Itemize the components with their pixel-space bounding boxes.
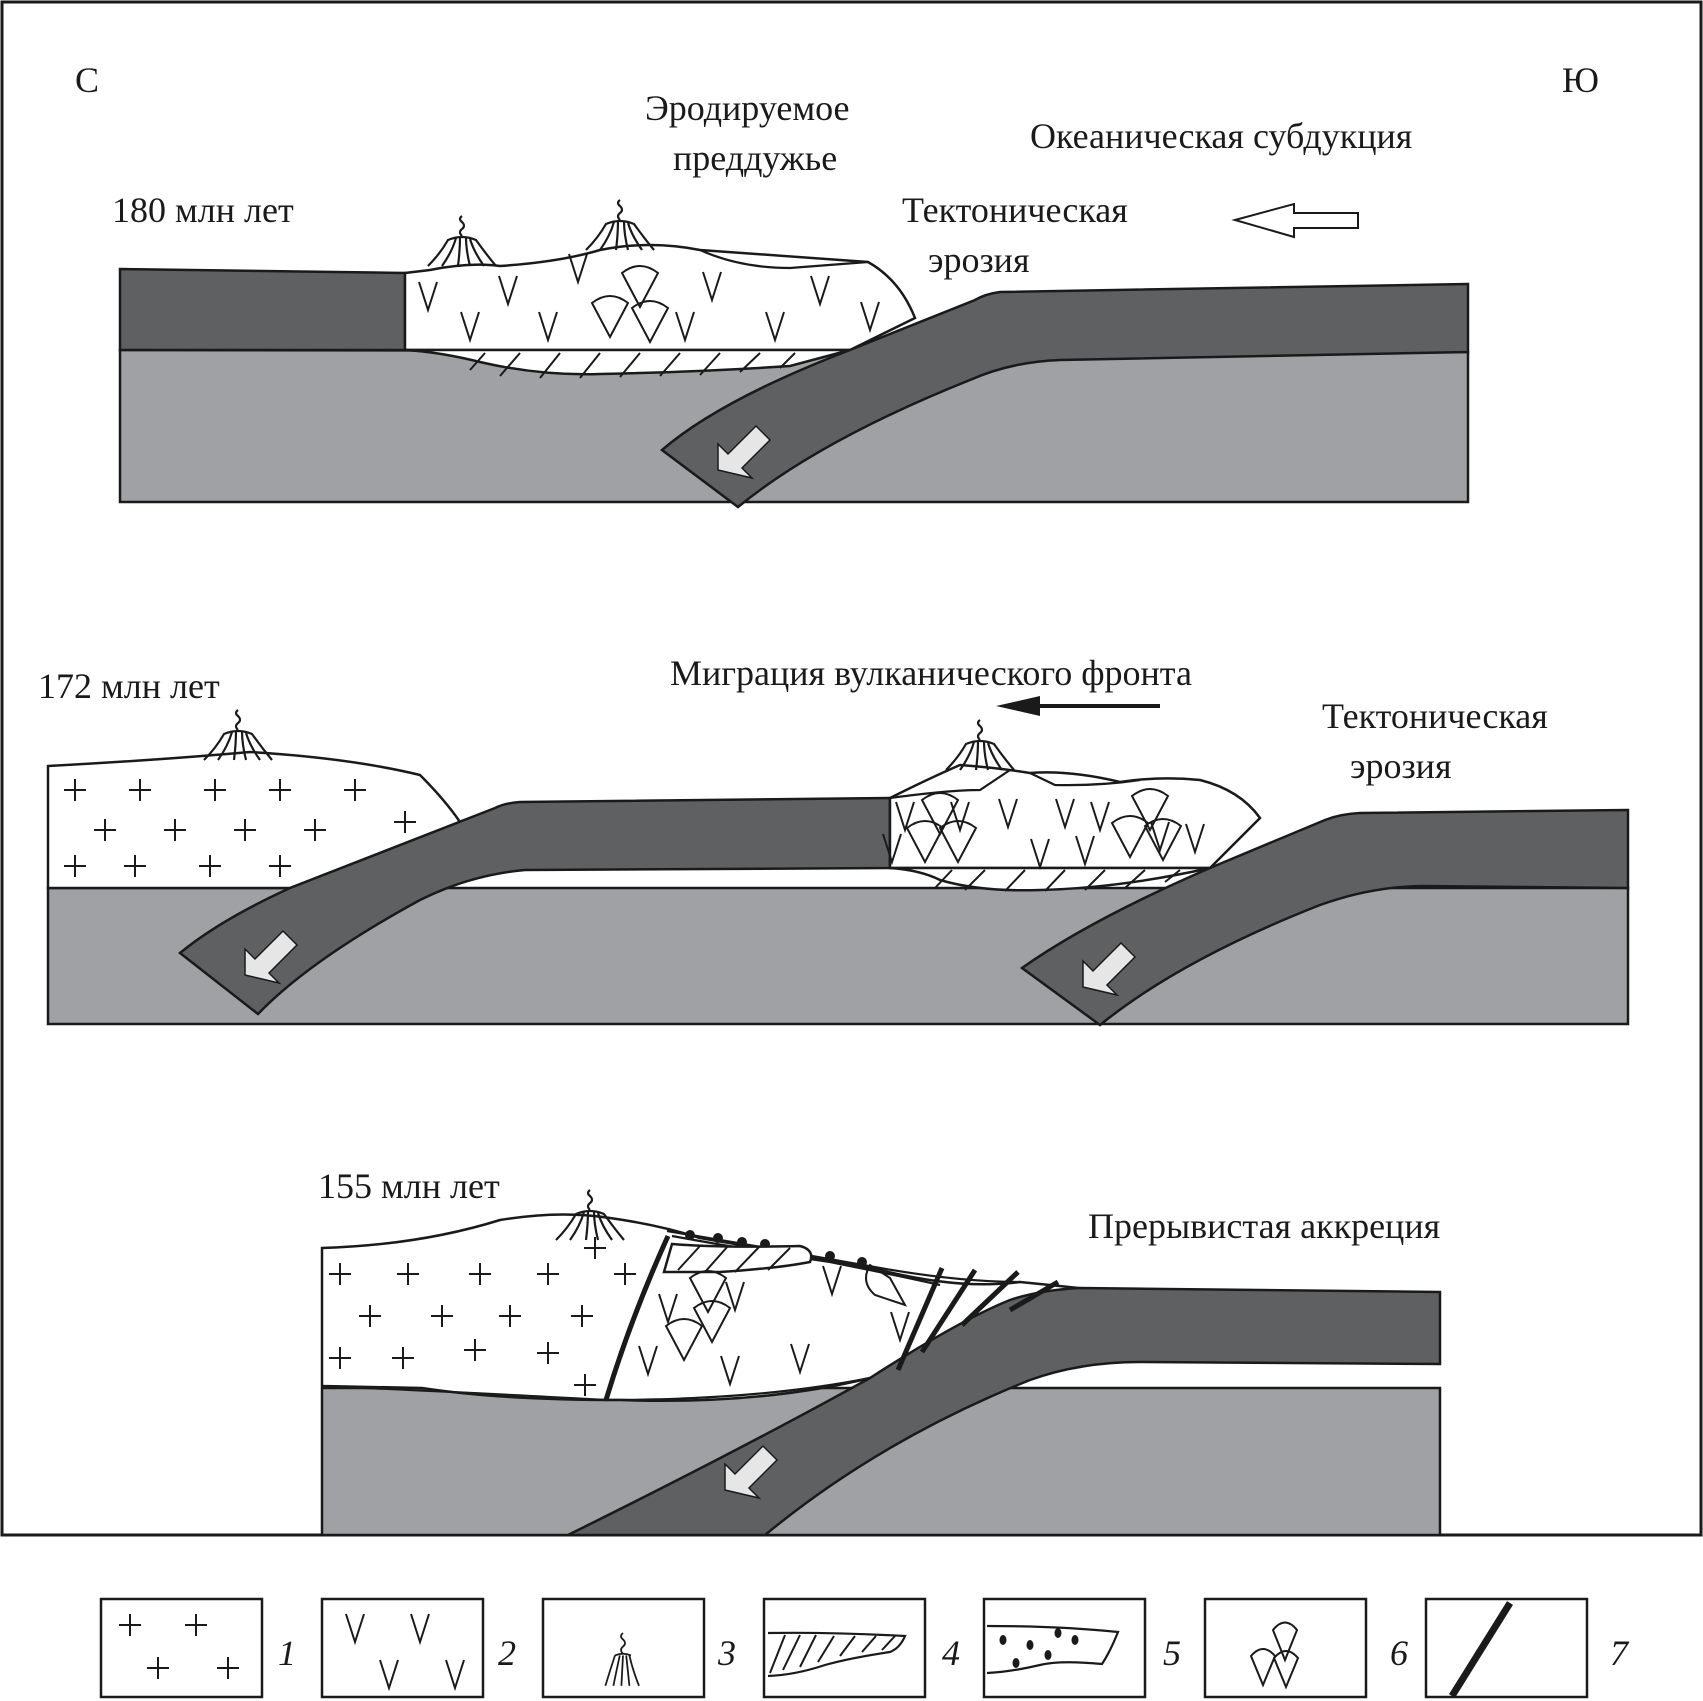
volcano-icon	[604, 1632, 640, 1687]
legend-number: 3	[717, 1633, 736, 1673]
forearc-label-line1: Эродируемое	[645, 88, 850, 128]
south-label: Ю	[1562, 60, 1599, 100]
oceanic-subduction-label: Океаническая субдукция	[1030, 116, 1412, 156]
volcano-icon	[584, 198, 656, 252]
legend-number: 7	[1610, 1633, 1630, 1673]
panel-age-label: 180 млн лет	[112, 190, 294, 230]
legend-item-2: 2	[320, 1597, 516, 1699]
subducting-slab	[567, 1286, 1442, 1537]
north-label: С	[75, 60, 99, 100]
mantle-layer	[320, 1386, 1442, 1537]
volcano-icon	[944, 718, 1016, 772]
legend-number: 1	[278, 1633, 296, 1673]
tectonic-erosion-label-line2: эрозия	[928, 240, 1030, 280]
solid-left-arrow-icon	[996, 696, 1160, 716]
tectonic-erosion-label-line2: эрозия	[1350, 746, 1452, 786]
legend-number: 5	[1163, 1633, 1181, 1673]
volcanic-front-migration-label: Миграция вулканического фронта	[670, 653, 1192, 693]
legend-item-7: 7	[1424, 1597, 1630, 1699]
left-plate	[118, 267, 407, 352]
tectonic-erosion-label-line1: Тектоническая	[1322, 696, 1548, 736]
legend-number: 6	[1390, 1633, 1408, 1673]
panel-155ma: 155 млн лет Прерывистая аккреция	[318, 1166, 1442, 1537]
legend-number: 4	[942, 1633, 960, 1673]
thick-fault-lines	[603, 1234, 1060, 1401]
hollow-left-arrow-icon	[1231, 202, 1359, 239]
intermittent-accretion-label: Прерывистая аккреция	[1088, 1206, 1440, 1246]
forearc-label-line2: преддужье	[673, 138, 837, 178]
legend-item-4: 4	[762, 1597, 960, 1699]
dotted-lens-icon	[986, 1624, 1120, 1675]
legend-item-1: 1	[99, 1597, 296, 1699]
continental-crust	[46, 750, 462, 890]
legend-item-3: 3	[541, 1597, 736, 1699]
volcano-icon	[426, 214, 498, 268]
volcanic-arc-crust	[403, 243, 917, 352]
panel-172ma: 172 млн лет Миграция вулканического фрон…	[38, 653, 1630, 1027]
hatched-lens	[662, 1242, 813, 1274]
legend-number: 2	[498, 1633, 516, 1673]
thick-fault-line-icon	[1449, 1601, 1513, 1698]
hatched-lens-icon	[767, 1631, 907, 1678]
legend: 1 2 3 4	[99, 1597, 1630, 1699]
tectonic-erosion-label-line1: Тектоническая	[902, 190, 1128, 230]
panel-180ma: 180 млн лет Эродируемое преддужье Океани…	[112, 88, 1470, 509]
subducting-slab	[178, 796, 892, 1016]
subducting-slab	[660, 282, 1470, 509]
legend-item-6: 6	[1203, 1597, 1408, 1699]
volcanic-arc-crust	[888, 763, 1262, 870]
panel-age-label: 155 млн лет	[318, 1166, 500, 1206]
legend-item-5: 5	[982, 1597, 1181, 1699]
panel-age-label: 172 млн лет	[38, 666, 220, 706]
subducting-slab	[1019, 808, 1630, 1027]
teardrop-cluster-icon	[1249, 1621, 1300, 1690]
